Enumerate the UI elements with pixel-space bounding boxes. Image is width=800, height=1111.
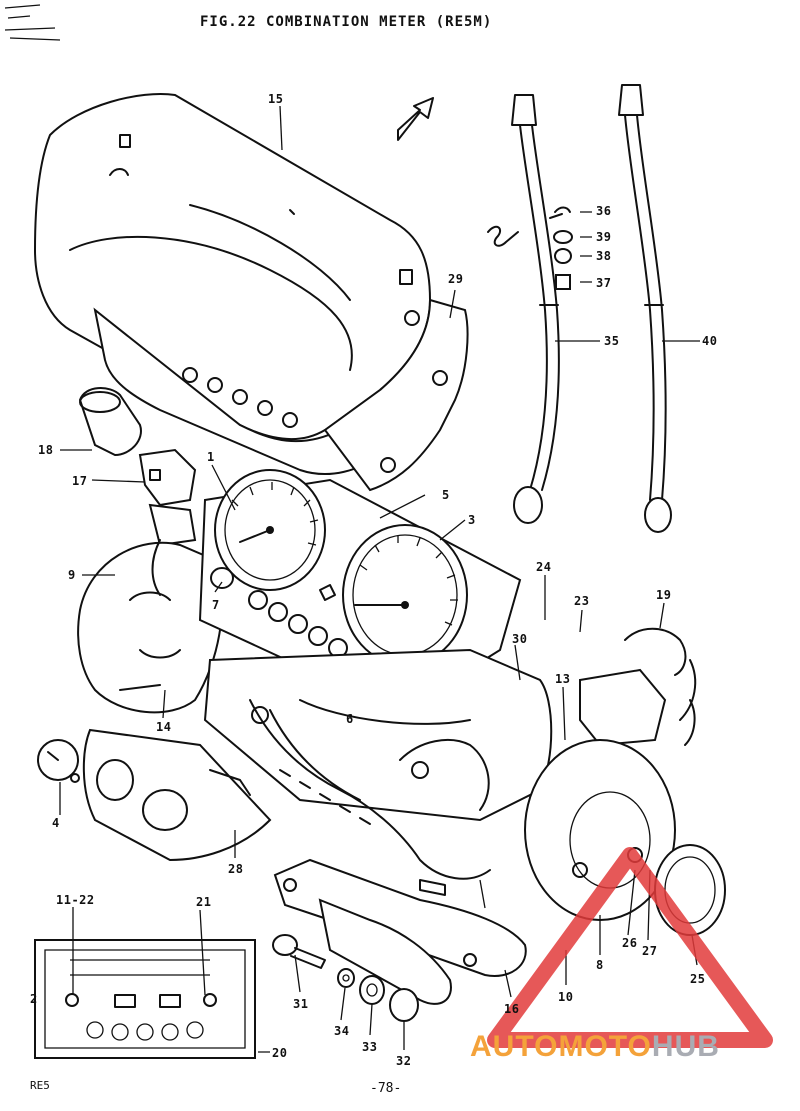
callout-36: 36 [596, 204, 612, 218]
leader-lines [59, 105, 700, 1053]
watermark-logo: AUTOMOTOHUB [470, 1030, 720, 1064]
callout-10: 10 [558, 990, 574, 1004]
callout-24: 24 [536, 560, 552, 574]
callout-38: 38 [596, 249, 612, 263]
callout-3: 3 [468, 513, 476, 527]
callout-27: 27 [642, 944, 658, 958]
tachometer-part-1 [214, 469, 326, 591]
callout-32: 32 [396, 1054, 412, 1068]
tachometer-cable-part-40 [618, 84, 672, 533]
bracket-part-19 [579, 627, 697, 747]
callout-11-22: 11-22 [56, 893, 95, 907]
figure-title: FIG.22 COMBINATION METER (RE5M) [200, 14, 493, 30]
callout-17: 17 [72, 474, 88, 488]
callout-26: 26 [622, 936, 638, 950]
mounting-bracket-part-16 [273, 858, 527, 1005]
callout-29: 29 [448, 272, 464, 286]
meter-cap-part-25 [654, 844, 726, 936]
page-number: -78- [370, 1081, 402, 1096]
callout-37: 37 [596, 276, 612, 290]
callout-1: 1 [207, 450, 215, 464]
callout-16: 16 [504, 1002, 520, 1016]
callout-40: 40 [702, 334, 718, 348]
small-gauge-part-4 [37, 739, 80, 783]
callout-39: 39 [596, 230, 612, 244]
callout-18: 18 [38, 443, 54, 457]
lower-housing-part-9 [77, 539, 224, 714]
callout-35: 35 [604, 334, 620, 348]
wiring-harness [249, 699, 491, 896]
callout-4: 4 [52, 816, 60, 830]
rear-case-part-30 [203, 648, 553, 822]
callout-9: 9 [68, 568, 76, 582]
callout-5: 5 [442, 488, 450, 502]
callout-31: 31 [293, 997, 309, 1011]
callout-15: 15 [268, 92, 284, 106]
callout-28: 28 [228, 862, 244, 876]
watermark-text-hub: HUB [651, 1030, 720, 1063]
callout-34: 34 [334, 1024, 350, 1038]
callout-19: 19 [656, 588, 672, 602]
callout-30: 30 [512, 632, 528, 646]
callout-20: 20 [272, 1046, 288, 1060]
holder-part-17 [138, 448, 197, 547]
callout-33: 33 [362, 1040, 378, 1054]
cap-part-32 [389, 988, 419, 1022]
indicator-strip [210, 567, 348, 658]
meter-cover-part-15 [33, 93, 432, 441]
washer-part-34 [337, 968, 355, 988]
callout-6: 6 [346, 712, 354, 726]
socket-part-18 [78, 387, 142, 457]
screw-part-31 [272, 934, 326, 969]
callout-14: 14 [156, 720, 172, 734]
watermark-triangle [487, 847, 773, 1048]
grommet-part-33 [359, 975, 385, 1005]
corner-note: RE5 [30, 1079, 50, 1092]
back-plate-part-28 [82, 728, 272, 862]
speedometer-cable-part-35 [511, 94, 560, 524]
callout-2: 2 [30, 992, 38, 1006]
circuit-plate-part-20 [34, 939, 256, 1059]
watermark-text-automoto: AUTOMOTO [470, 1030, 652, 1063]
callout-21: 21 [196, 895, 212, 909]
callout-7: 7 [212, 598, 220, 612]
callout-13: 13 [555, 672, 571, 686]
callout-25: 25 [690, 972, 706, 986]
speedometer-part-3 [342, 524, 468, 666]
corner-scribble [4, 4, 61, 41]
cable-hardware [487, 206, 573, 290]
meter-case-part-29 [323, 298, 469, 492]
callout-8: 8 [596, 958, 604, 972]
callout-23: 23 [574, 594, 590, 608]
front-arrow-icon [397, 97, 434, 141]
